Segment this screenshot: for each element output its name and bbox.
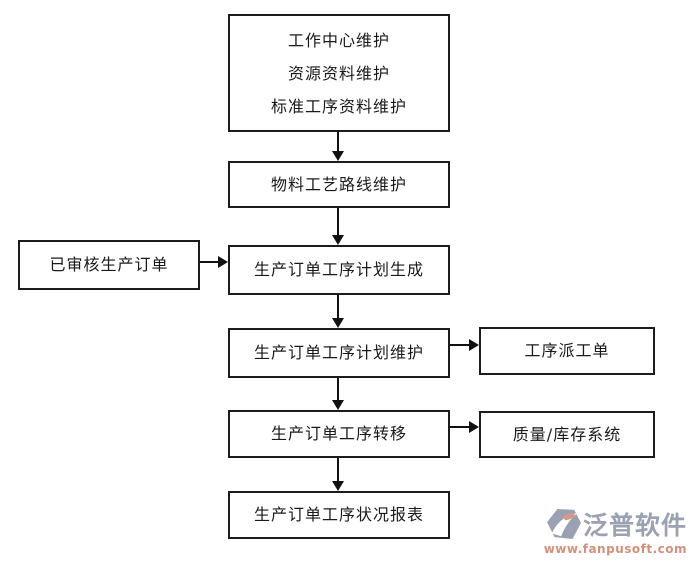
arrow-plan-maintain-to-transfer-icon xyxy=(332,378,344,410)
flow-box-plan-generate: 生产订单工序计划生成 xyxy=(228,245,450,295)
flow-box-master-data-line2: 资源资料维护 xyxy=(287,63,390,83)
vendor-url: www.fanpusoft.com xyxy=(543,542,687,556)
arrow-plan-maintain-to-dispatch-icon xyxy=(450,339,479,351)
arrow-master-to-routing-icon xyxy=(332,132,344,161)
flow-box-quality-inventory: 质量/库存系统 xyxy=(479,411,655,458)
flow-box-routing: 物料工艺路线维护 xyxy=(228,161,450,208)
fanpu-gem-icon xyxy=(547,508,581,540)
arrow-routing-to-plan-generate-icon xyxy=(332,208,344,245)
flow-box-plan-maintain: 生产订单工序计划维护 xyxy=(228,328,450,378)
vendor-watermark: 泛普软件 www.fanpusoft.com xyxy=(541,506,687,556)
flow-box-master-data: 工作中心维护 资源资料维护 标准工序资料维护 xyxy=(228,14,450,132)
flow-box-master-data-line3: 标准工序资料维护 xyxy=(270,96,407,116)
arrow-plan-generate-to-plan-maintain-icon xyxy=(332,295,344,328)
vendor-brand-name: 泛普软件 xyxy=(582,511,687,540)
flow-box-master-data-line1: 工作中心维护 xyxy=(287,30,390,50)
flow-box-transfer: 生产订单工序转移 xyxy=(228,410,450,458)
arrow-transfer-to-quality-icon xyxy=(450,421,479,433)
flow-box-status-report: 生产订单工序状况报表 xyxy=(228,491,450,539)
flow-box-approved-order: 已审核生产订单 xyxy=(18,240,200,290)
arrow-transfer-to-report-icon xyxy=(332,458,344,491)
flow-box-dispatch: 工序派工单 xyxy=(479,327,655,375)
arrow-approved-to-plan-generate-icon xyxy=(200,256,228,268)
